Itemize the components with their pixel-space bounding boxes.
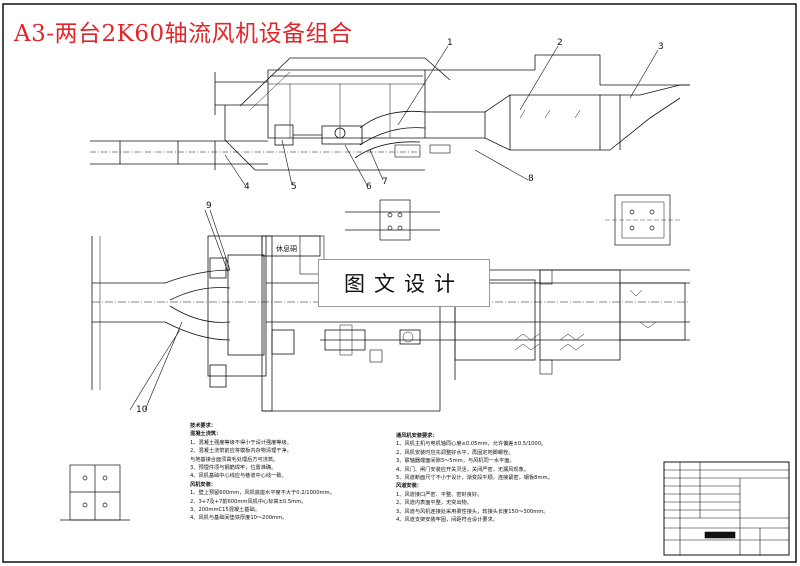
notes-right-line: 4、风门、闸门安装应开关灵活，关闭严密，无漏风现象。 bbox=[396, 466, 529, 473]
detail-section-c bbox=[60, 464, 130, 521]
notes-right-line: 1、风机主机与电机轴同心度≤0.05mm，允许偏差±0.5/1000。 bbox=[396, 441, 547, 448]
callout-7: 7 bbox=[382, 177, 388, 187]
notes-right-line: 3、风道与风机连接处采用柔性接头，软接头长度150～300mm。 bbox=[396, 508, 549, 515]
notes-right: 通风机安装要求： 1、风机主机与电机轴同心度≤0.05mm，允许偏差±0.5/1… bbox=[396, 432, 553, 524]
callout-10: 10 bbox=[136, 405, 148, 415]
elevation-view bbox=[90, 54, 690, 171]
callout-9: 9 bbox=[206, 201, 212, 211]
callout-2: 2 bbox=[557, 38, 563, 48]
notes-left-line: 4、风机基础中心线应与巷道中心线一致。 bbox=[190, 473, 287, 480]
plan-room-label: 休息硐 bbox=[276, 245, 297, 253]
detail-section-a bbox=[345, 199, 440, 241]
drawing-title: A3-两台2K60轴流风机设备组合 bbox=[14, 21, 353, 47]
notes-left-line: 与地基接合面须凿毛处理后方可浇筑。 bbox=[190, 456, 279, 463]
plan-view bbox=[91, 209, 690, 412]
watermark: 图文设计 bbox=[318, 259, 490, 307]
callout-4: 4 bbox=[244, 182, 250, 192]
callout-1: 1 bbox=[447, 38, 453, 48]
notes-right-line: 4、风道支架安装牢固，间距符合设计要求。 bbox=[396, 517, 498, 524]
notes-left-line: 1、混凝土强度等级不得小于设计强度等级。 bbox=[190, 439, 292, 446]
notes-left-line: 2、混凝土浇筑前应将模板内杂物清理干净， bbox=[190, 448, 292, 455]
leader-lines bbox=[144, 45, 659, 411]
notes-left-line: 3、预埋件须与钢筋焊牢，位置准确。 bbox=[190, 465, 277, 472]
notes-right-line: 1、风道接口严密、平整、密封良好。 bbox=[396, 491, 483, 498]
callout-8: 8 bbox=[528, 174, 534, 184]
notes-right-line: 3、联轴器端面间隙3～5mm，与风机同一水平面。 bbox=[396, 458, 515, 465]
callout-5: 5 bbox=[291, 182, 297, 192]
notes-left-line: 1、壁上预留600mm，风机底座水平度不大于0.2/1000mm。 bbox=[190, 490, 335, 497]
notes-right-sub: 风道安装： bbox=[396, 483, 422, 490]
notes-left: 技术要求： 混凝土浇筑： 1、混凝土强度等级不得小于设计强度等级。 2、混凝土浇… bbox=[190, 422, 335, 523]
notes-right-heading: 通风机安装要求： bbox=[396, 433, 438, 439]
notes-left-sub2: 风机安装： bbox=[190, 481, 216, 488]
notes-left-line: 4、风机与基础间垫铁厚度10～200mm。 bbox=[190, 515, 288, 522]
callout-3: 3 bbox=[658, 42, 664, 52]
notes-left-line: 3、200mmC15混凝土基础。 bbox=[190, 507, 260, 514]
notes-right-line: 5、风道断面尺寸不小于设计，渐变段平顺，连接紧密，钢板8mm。 bbox=[396, 475, 553, 482]
callout-6: 6 bbox=[366, 182, 372, 192]
notes-right-line: 2、风机安装时应先调整好水平，再固定地脚螺栓。 bbox=[396, 449, 514, 456]
detail-section-b bbox=[605, 194, 680, 246]
drawing-border bbox=[2, 3, 797, 563]
notes-left-heading: 技术要求： bbox=[190, 423, 216, 429]
notes-left-sub1: 混凝土浇筑： bbox=[190, 431, 222, 438]
notes-left-line: 2、3+7及+7前600mm风机中心标高±0.5mm。 bbox=[190, 498, 307, 505]
title-block bbox=[663, 461, 790, 556]
notes-right-line: 2、风道内表面平整，无突出物。 bbox=[396, 500, 472, 507]
